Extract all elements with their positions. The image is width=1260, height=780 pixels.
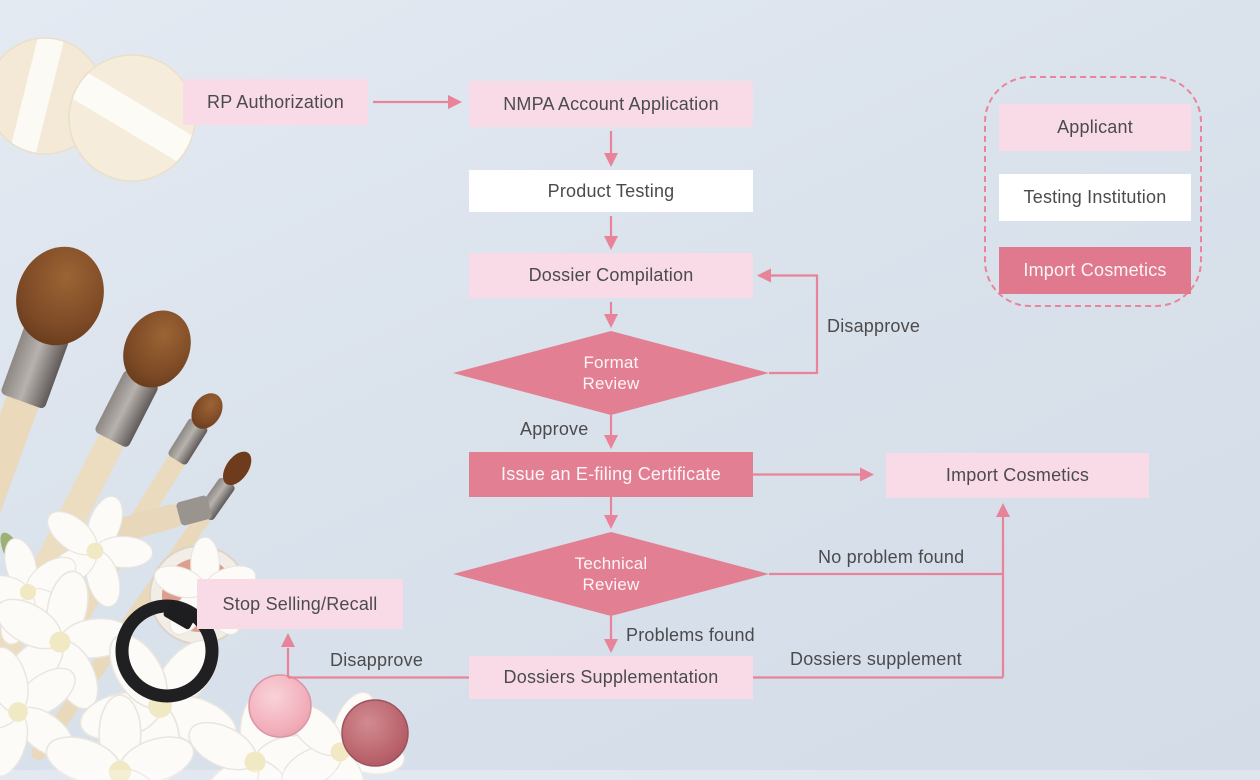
node-import-cosmetics: Import Cosmetics — [886, 453, 1149, 498]
legend-item-applicant: Applicant — [999, 104, 1191, 151]
legend-item-label: Import Cosmetics — [1023, 260, 1167, 280]
edge-label-format-disapprove: Disapprove — [827, 316, 921, 336]
legend-item-label: Applicant — [1057, 117, 1133, 137]
node-label: Issue an E-filing Certificate — [501, 464, 721, 484]
bottom-highlight-strip — [0, 770, 1260, 780]
node-label: NMPA Account Application — [503, 93, 719, 114]
legend-box: Applicant Testing Institution Import Cos… — [984, 76, 1202, 307]
makeup-brushes-image — [0, 246, 252, 761]
node-label: Dossiers Supplementation — [503, 667, 719, 687]
node-issue-efiling-certificate: Issue an E-filing Certificate — [469, 452, 753, 497]
node-stop-selling-recall: Stop Selling/Recall — [197, 579, 403, 629]
node-label: Product Testing — [547, 180, 675, 201]
node-rp-authorization: RP Authorization — [183, 79, 368, 125]
eyeshadow-pan-light-image — [248, 674, 312, 738]
legend-item-testing-institution: Testing Institution — [999, 174, 1191, 221]
legend-item-label: Testing Institution — [1023, 187, 1167, 207]
brush-handle-image — [81, 495, 212, 550]
legend-item-import-cosmetics: Import Cosmetics — [999, 247, 1191, 294]
node-label: Import Cosmetics — [945, 465, 1090, 485]
eyeshadow-pan-dark-image — [341, 699, 409, 767]
node-label: Dossier Compilation — [528, 265, 694, 285]
edge-label-approve: Approve — [520, 419, 589, 439]
edge-label-no-problem-found: No problem found — [818, 547, 965, 567]
node-dossiers-supplementation: Dossiers Supplementation — [469, 656, 753, 699]
edge-label-technical-disapprove: Disapprove — [330, 650, 424, 670]
powder-puff-image — [0, 37, 196, 182]
edge-label-dossiers-supplement: Dossiers supplement — [790, 649, 962, 669]
edge-format-disapprove-loop — [762, 274, 819, 375]
node-label: RP Authorization — [207, 91, 344, 112]
edge-label-problems-found: Problems found — [626, 625, 755, 645]
node-product-testing: Product Testing — [469, 170, 753, 212]
diamond-technical-review-label: Technical Review — [574, 554, 648, 594]
node-dossier-compilation: Dossier Compilation — [469, 253, 753, 298]
diamond-format-review-label: Format Review — [582, 353, 640, 393]
node-label: Stop Selling/Recall — [222, 593, 378, 614]
node-nmpa-account-application: NMPA Account Application — [469, 81, 753, 127]
